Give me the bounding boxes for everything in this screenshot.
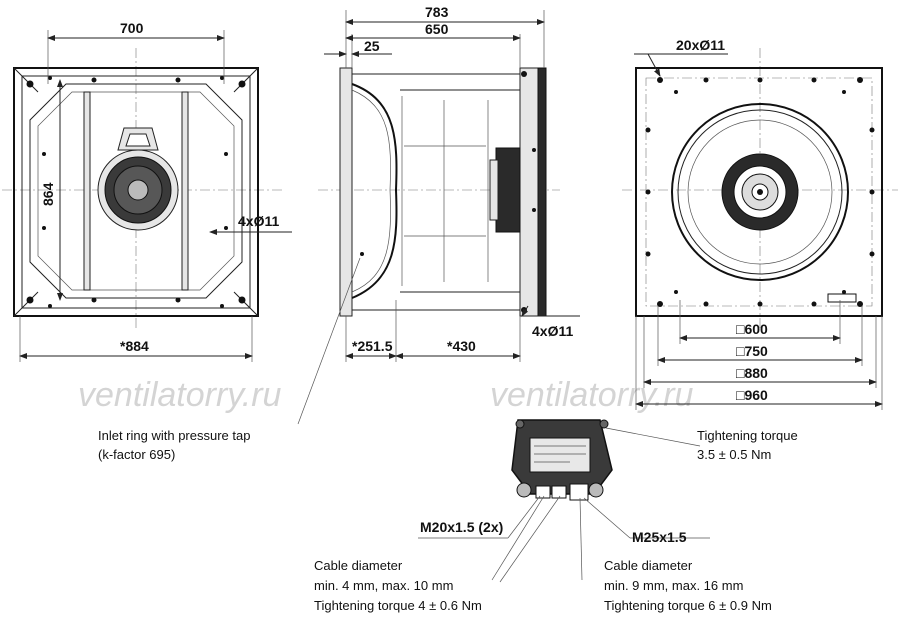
k-factor-label: (k-factor 695)	[98, 447, 175, 462]
rear-view: 20xØ11 □600 □750 □880 □960	[622, 37, 898, 410]
torque-label: Tightening torque	[697, 428, 798, 443]
dim-884: *884	[120, 338, 149, 354]
gland-m20-label: M20x1.5 (2x)	[420, 519, 503, 535]
dim-sq-880: □880	[736, 365, 768, 381]
torque-value: 3.5 ± 0.5 Nm	[697, 447, 771, 462]
cable-large-torque: Tightening torque 6 ± 0.9 Nm	[604, 598, 772, 613]
dim-700: 700	[120, 20, 144, 36]
dim-25: 25	[364, 38, 380, 54]
dim-864: 864	[40, 182, 56, 206]
cable-large-range: min. 9 mm, max. 16 mm	[604, 578, 743, 593]
dim-rear-holes: 20xØ11	[676, 37, 725, 53]
dim-783: 783	[425, 4, 449, 20]
terminal-box-view	[511, 419, 613, 501]
gland-m25-label: M25x1.5	[632, 529, 687, 545]
dim-251-5: *251.5	[352, 338, 393, 354]
watermark-left: ventilatorry.ru	[78, 376, 282, 414]
cable-small-range: min. 4 mm, max. 10 mm	[314, 578, 453, 593]
dim-front-holes: 4xØ11	[238, 213, 279, 229]
cable-large-title: Cable diameter	[604, 558, 693, 573]
inlet-ring-label: Inlet ring with pressure tap	[98, 428, 250, 443]
dim-sq-960: □960	[736, 387, 768, 403]
dim-sq-750: □750	[736, 343, 768, 359]
cable-small-title: Cable diameter	[314, 558, 403, 573]
front-view: 700 864 4xØ11 *884	[2, 20, 292, 362]
dim-650: 650	[425, 21, 449, 37]
dim-430: *430	[447, 338, 476, 354]
side-view: 783 650 25 *251.5 *430 4xØ11	[318, 4, 580, 362]
cable-small-torque: Tightening torque 4 ± 0.6 Nm	[314, 598, 482, 613]
dim-side-holes: 4xØ11	[532, 323, 573, 339]
dim-sq-600: □600	[736, 321, 768, 337]
